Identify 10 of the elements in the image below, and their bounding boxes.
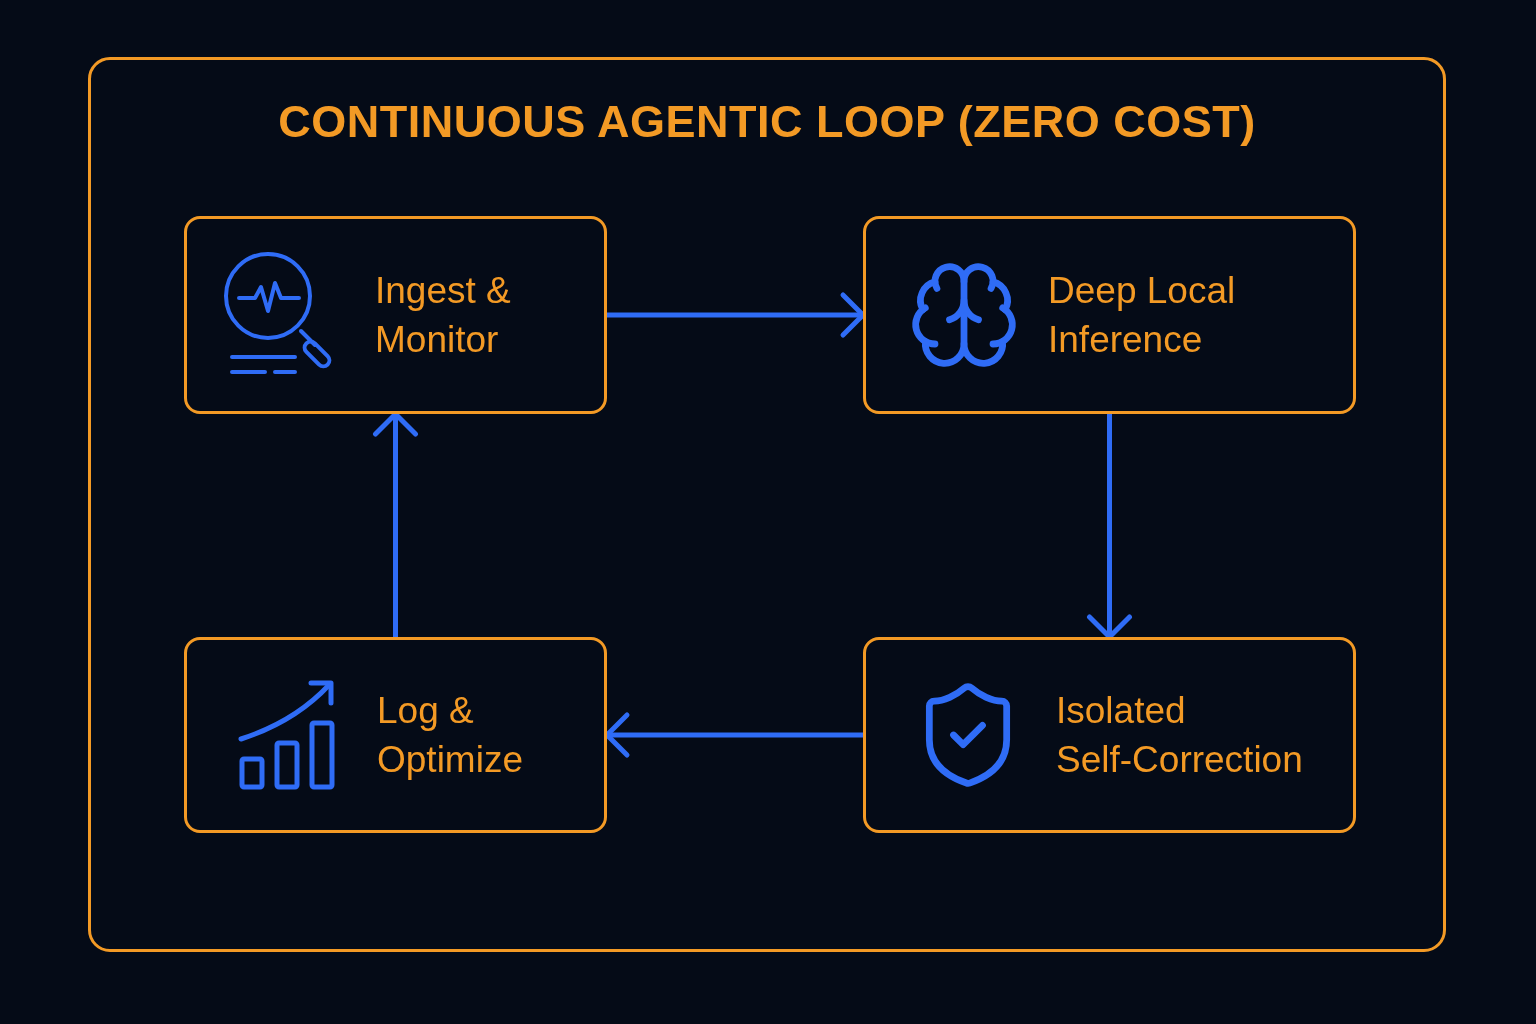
step-label: Ingest & Monitor (375, 268, 512, 362)
process-box (184, 637, 607, 833)
frame-heading: CONTINUOUS AGENTIC LOOP (ZERO COST) (277, 96, 1257, 148)
outer-frame (88, 57, 1446, 952)
step-label: Isolated Self-Correction (1056, 688, 1304, 782)
process-box (863, 637, 1356, 833)
process-box (863, 216, 1356, 414)
process-box (184, 216, 607, 414)
step-label: Log & Optimize (377, 688, 524, 782)
step-label: Deep Local Inference (1048, 268, 1237, 362)
